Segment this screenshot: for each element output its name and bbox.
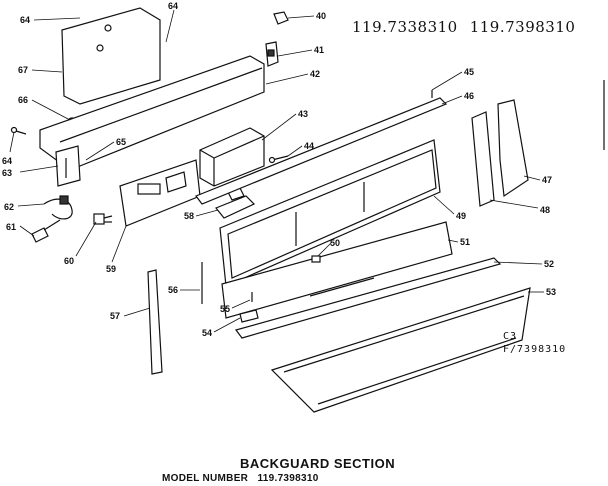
model-number-2: 119.7398310 (469, 18, 576, 36)
model-number-1: 119.7338310 (352, 18, 458, 36)
callout-51: 51 (460, 237, 470, 247)
callout-62: 62 (4, 202, 14, 212)
callout-66: 66 (18, 95, 28, 105)
callout-43: 43 (298, 109, 308, 119)
callout-48: 48 (540, 205, 550, 215)
left-bracket-63 (55, 145, 81, 187)
diagram-code-line-2: F/7398310 (503, 344, 567, 355)
callout-58: 58 (184, 211, 194, 221)
callout-64-left: 64 (2, 156, 12, 166)
leader-lines (9, 9, 544, 333)
callout-67: 67 (18, 65, 28, 75)
callout-53: 53 (546, 287, 556, 297)
bracket-42 (39, 55, 265, 171)
harness-62 (43, 195, 73, 220)
socket-41 (265, 41, 279, 67)
callout-52: 52 (544, 259, 554, 269)
model-number-value: 119.7398310 (257, 473, 319, 484)
callout-45: 45 (464, 67, 474, 77)
diagram-code: C3 F/7398310 (503, 330, 566, 356)
end-cap-47 (497, 99, 529, 198)
model-numbers-header: 119.7338310 119.7398310 (352, 18, 587, 36)
callout-46: 46 (464, 91, 474, 101)
callout-63: 63 (2, 168, 12, 178)
glass-panel-49 (219, 139, 441, 287)
callout-49: 49 (456, 211, 466, 221)
top-trim-46 (195, 97, 448, 205)
callout-60: 60 (64, 256, 74, 266)
callout-numbers: 64 64 40 41 42 67 66 43 44 45 46 47 48 4… (2, 1, 556, 338)
connector-61 (31, 219, 61, 243)
clip-50 (311, 255, 321, 263)
lower-trim-53 (270, 287, 531, 413)
callout-65: 65 (116, 137, 126, 147)
callout-40: 40 (316, 11, 326, 21)
frame-51 (221, 221, 453, 319)
model-number-label: MODEL NUMBER (162, 473, 249, 484)
callout-44: 44 (304, 141, 314, 151)
end-cap-48 (471, 111, 495, 207)
screw-44 (268, 155, 289, 164)
clip-40 (273, 11, 289, 25)
callout-55: 55 (220, 304, 230, 314)
callout-56: 56 (168, 285, 178, 295)
callout-54: 54 (202, 328, 212, 338)
callout-64-upper: 64 (168, 1, 178, 11)
cover-panel-67 (61, 7, 161, 105)
callout-41: 41 (314, 45, 324, 55)
callout-42: 42 (310, 69, 320, 79)
callout-61: 61 (6, 222, 16, 232)
clip-54 (239, 309, 259, 323)
callout-47: 47 (542, 175, 552, 185)
section-title: BACKGUARD SECTION (240, 456, 396, 471)
box-43 (199, 127, 265, 187)
callout-50: 50 (330, 238, 340, 248)
diagram-code-line-1: C3 (503, 331, 518, 342)
strip-52 (234, 257, 502, 339)
callout-59: 59 (106, 264, 116, 274)
callout-57: 57 (110, 311, 120, 321)
model-number-line: MODEL NUMBER 119.7398310 (162, 473, 319, 484)
side-trim-57 (147, 269, 163, 375)
callout-64-top: 64 (20, 15, 30, 25)
switch-60 (93, 213, 113, 225)
